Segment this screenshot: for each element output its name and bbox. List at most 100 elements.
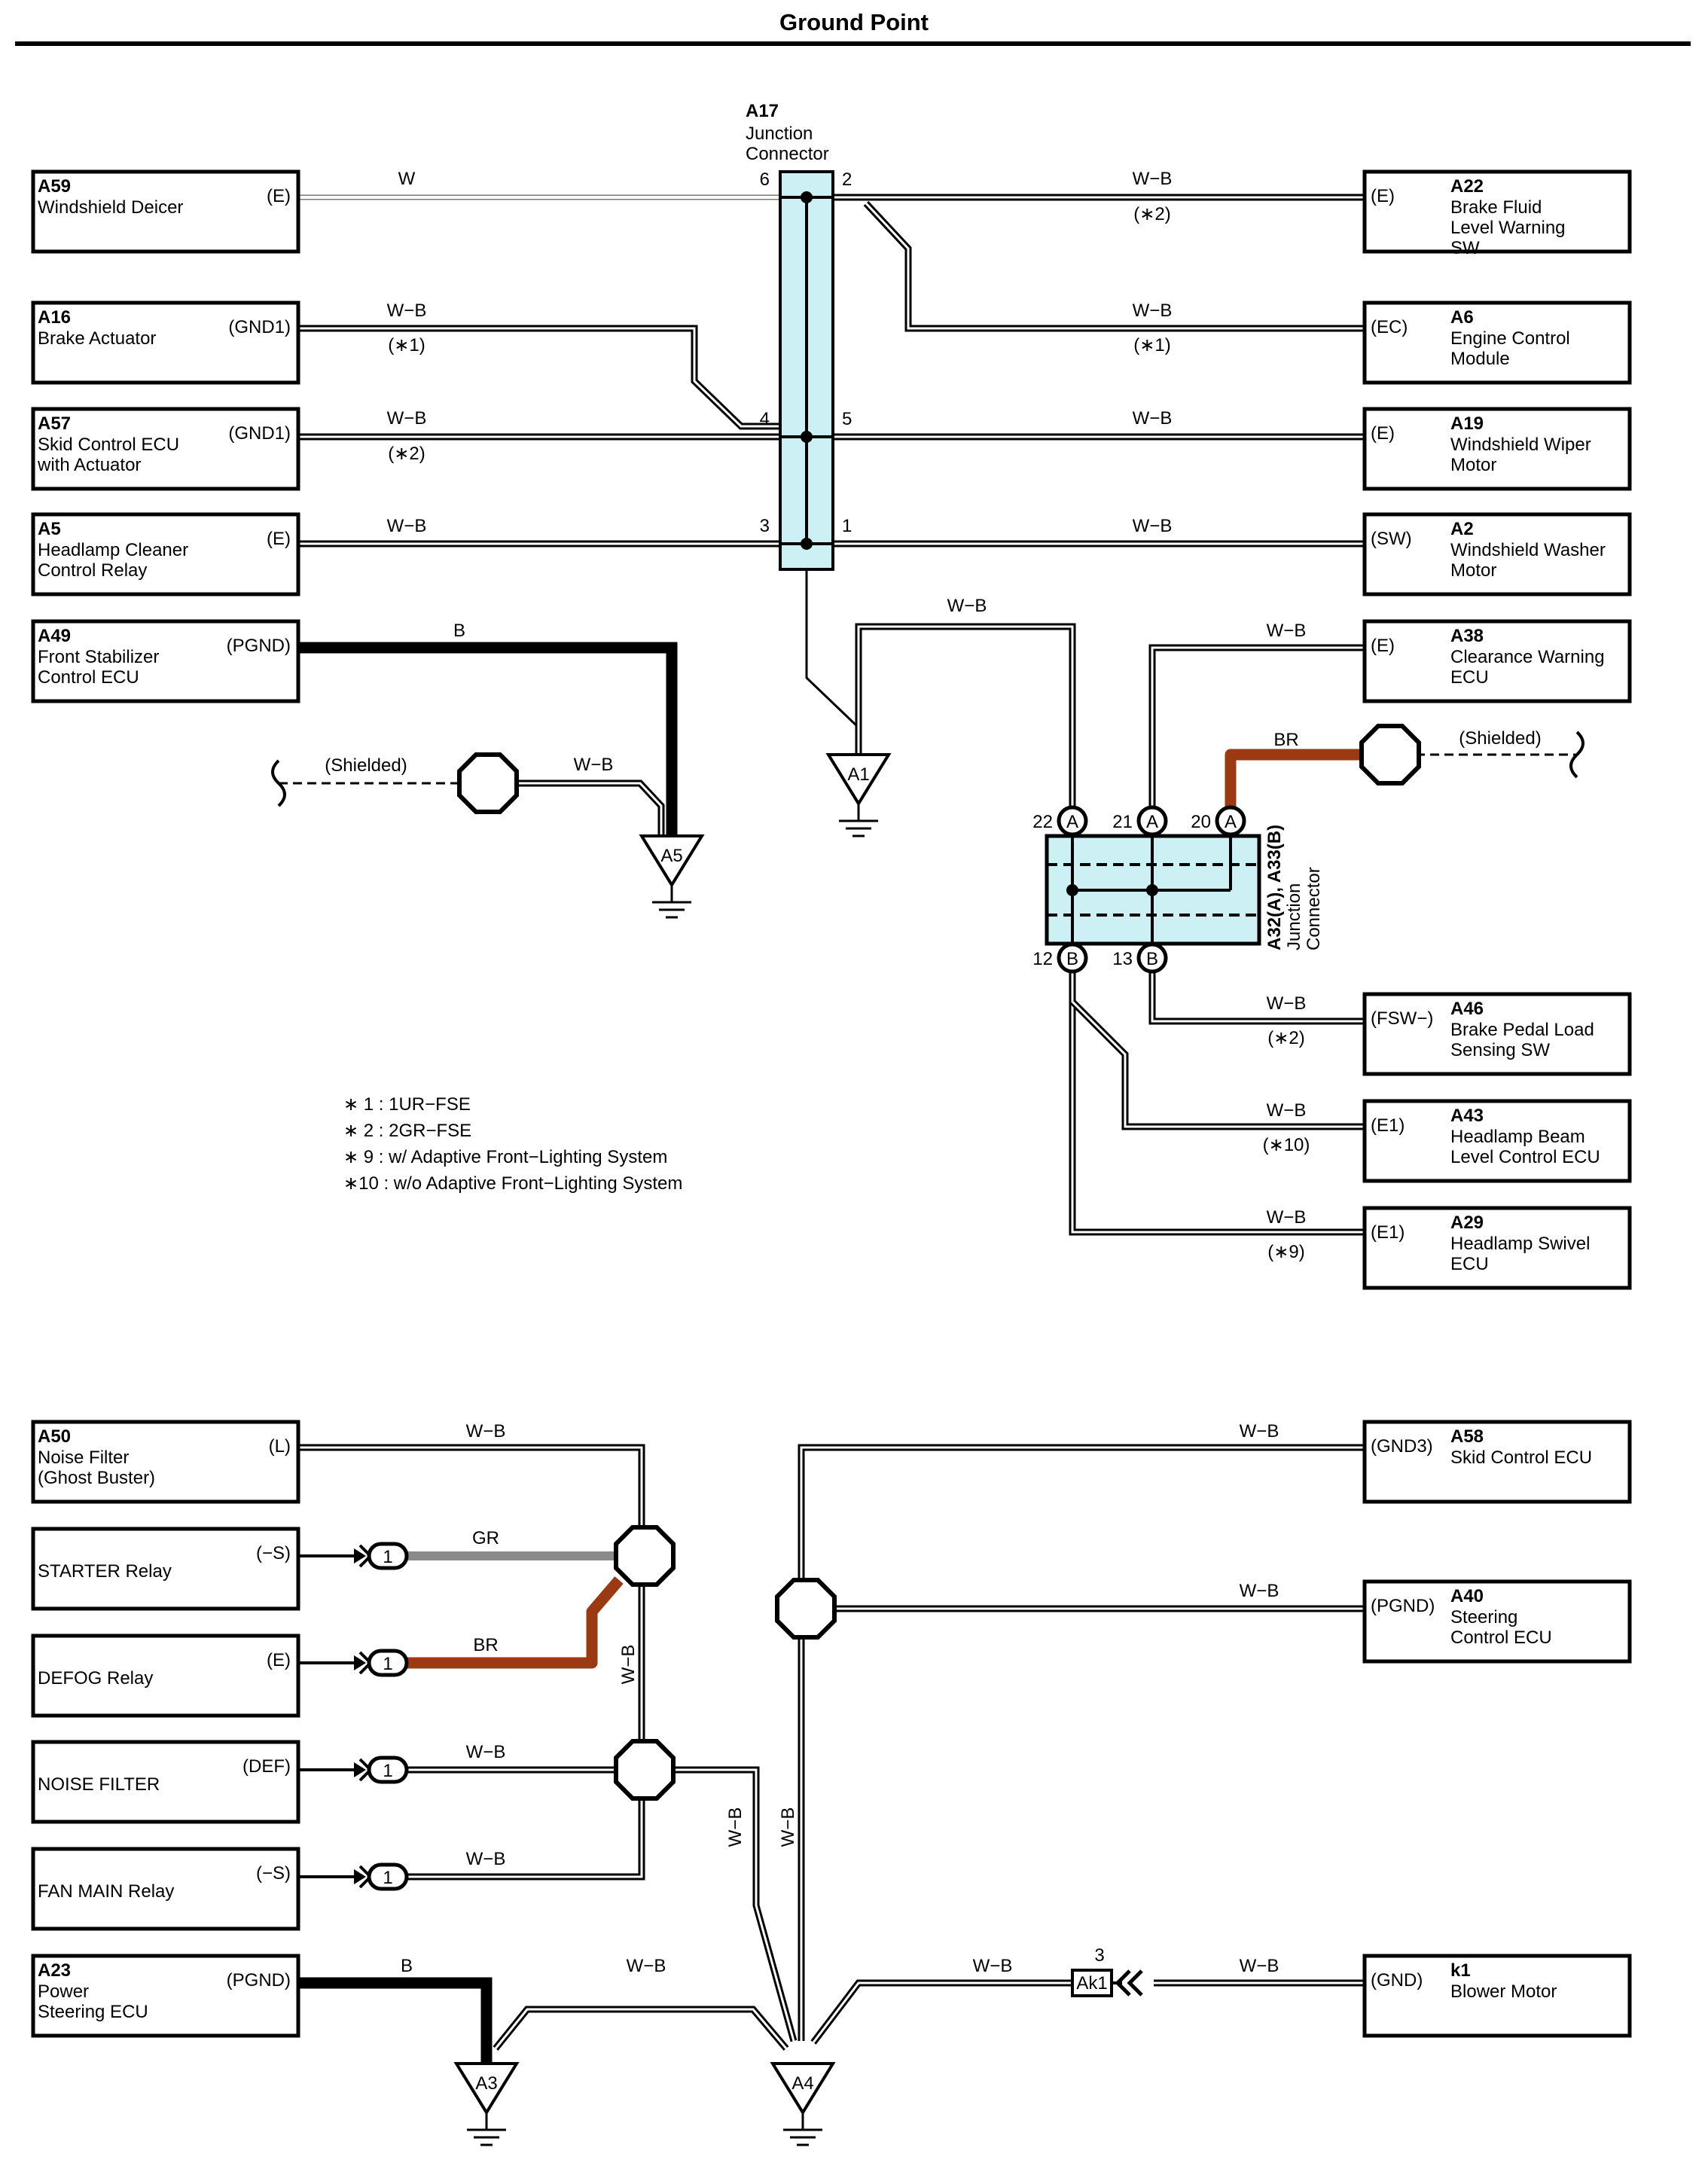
pin-a-20: A20 xyxy=(1191,805,1246,837)
wire-br-shield xyxy=(1225,749,1365,821)
ground-a3: A3 xyxy=(455,2062,518,2146)
component-name: Steering xyxy=(1450,1607,1517,1627)
wire-a38 xyxy=(1148,644,1365,821)
wire-label: W−B xyxy=(1240,1581,1279,1601)
component-name: ECU xyxy=(1450,1254,1489,1274)
component-name: Sensing SW xyxy=(1450,1040,1550,1060)
pin-label: (PGND) xyxy=(227,636,291,656)
wire-label: (∗1) xyxy=(1133,335,1170,355)
junction-connector-a32-a33 xyxy=(1045,834,1261,946)
page-title: Ground Point xyxy=(779,9,929,35)
splice-shield-right xyxy=(1362,726,1419,783)
wire-label: W−B xyxy=(466,1849,506,1869)
splice-connector-4: 1 xyxy=(300,1862,409,1891)
wire-label: W−B xyxy=(1267,1207,1307,1228)
wire-label: (∗1) xyxy=(388,335,425,355)
component-name: Module xyxy=(1450,349,1510,369)
wire-label: W−B xyxy=(387,516,427,536)
wire-label: W−B xyxy=(1240,1956,1279,1976)
wire-label: W−B xyxy=(1267,1100,1307,1121)
wire-a5-shield xyxy=(512,779,665,836)
component-name: ECU xyxy=(1450,667,1489,688)
wire-label: W−B xyxy=(1133,169,1173,189)
splice-starter xyxy=(616,1527,673,1585)
component-starter: (−S)STARTER Relay xyxy=(31,1527,300,1611)
component-name: Brake Fluid xyxy=(1450,197,1542,218)
pin-letter: A xyxy=(1066,812,1078,832)
wire-label: W−B xyxy=(627,1956,666,1976)
junction-connector-a17 xyxy=(779,170,834,571)
pin-letter: B xyxy=(1066,949,1078,969)
pin-letter: A xyxy=(1225,812,1237,832)
ground-a5: A5 xyxy=(640,834,703,919)
component-id: A50 xyxy=(38,1426,71,1447)
ground-a1: A1 xyxy=(827,753,890,837)
footnote: ∗10 : w/o Adaptive Front−Lighting System xyxy=(343,1173,682,1194)
component-name: Brake Pedal Load xyxy=(1450,1020,1594,1040)
wire-label: W−B xyxy=(466,1742,506,1762)
component-name: Control ECU xyxy=(1450,1627,1552,1648)
component-defog: (E)DEFOG Relay xyxy=(31,1634,300,1718)
component-id: A43 xyxy=(1450,1106,1484,1126)
pin-label: (PGND) xyxy=(1371,1596,1435,1616)
pin-label: (GND3) xyxy=(1371,1436,1433,1457)
component-name: Headlamp Swivel xyxy=(1450,1234,1590,1254)
ground-a4: A4 xyxy=(771,2062,834,2146)
component-id: A5 xyxy=(38,519,61,539)
splice-connector-1: 1 xyxy=(300,1542,409,1570)
junction-a17-pin: 6 xyxy=(760,169,770,190)
junction-a17-pin: 2 xyxy=(842,169,852,190)
ground-label: A5 xyxy=(660,846,682,866)
wire-a49 xyxy=(300,642,678,836)
pin-label: (DEF) xyxy=(242,1756,291,1777)
pin-number: 13 xyxy=(1112,949,1133,969)
component-name: Clearance Warning xyxy=(1450,647,1605,667)
pin-b-13: B13 xyxy=(1112,942,1168,974)
wire-label: W−B xyxy=(1133,408,1173,429)
shield-end-right xyxy=(1569,731,1584,779)
pin-label: (E) xyxy=(267,529,291,549)
junction-id: A32(A), A33(B) xyxy=(1264,825,1285,950)
splice-pin: 1 xyxy=(383,1654,392,1674)
wire-label: (∗9) xyxy=(1267,1242,1304,1262)
wire-label-vertical: W−B xyxy=(778,1807,798,1847)
pin-number: 22 xyxy=(1032,812,1053,832)
wire-a17-a1 xyxy=(805,569,860,729)
wire-label: W−B xyxy=(1133,300,1173,321)
pin-label: (−S) xyxy=(256,1863,291,1884)
pin-label: (E1) xyxy=(1371,1222,1405,1243)
pin-label: (GND) xyxy=(1371,1970,1423,1990)
pin-label: (E) xyxy=(267,1650,291,1670)
component-id: A19 xyxy=(1450,413,1484,434)
connector-id: Ak1 xyxy=(1076,1973,1107,1994)
footnote: ∗ 1 : 1UR−FSE xyxy=(343,1094,471,1115)
component-name: Skid Control ECU xyxy=(38,435,179,455)
component-name: Motor xyxy=(1450,455,1496,475)
pin-number: 21 xyxy=(1112,812,1133,832)
component-name: NOISE FILTER xyxy=(38,1774,160,1795)
component-id: A57 xyxy=(38,413,71,434)
splice-pin: 1 xyxy=(383,1761,392,1781)
component-name: Level Control ECU xyxy=(1450,1147,1600,1167)
wire-label: W−B xyxy=(466,1421,506,1441)
wire-a3-a4 xyxy=(493,2006,789,2051)
component-id: A22 xyxy=(1450,176,1484,197)
wire-a1-jc xyxy=(855,623,1076,821)
junction-a17-name: Junction xyxy=(746,124,813,144)
pin-b-12: B 12 xyxy=(1032,942,1088,974)
pin-number: 12 xyxy=(1032,949,1053,969)
wire-br xyxy=(407,1576,624,1669)
component-name: Control ECU xyxy=(38,667,139,688)
component-name: STARTER Relay xyxy=(38,1561,172,1582)
